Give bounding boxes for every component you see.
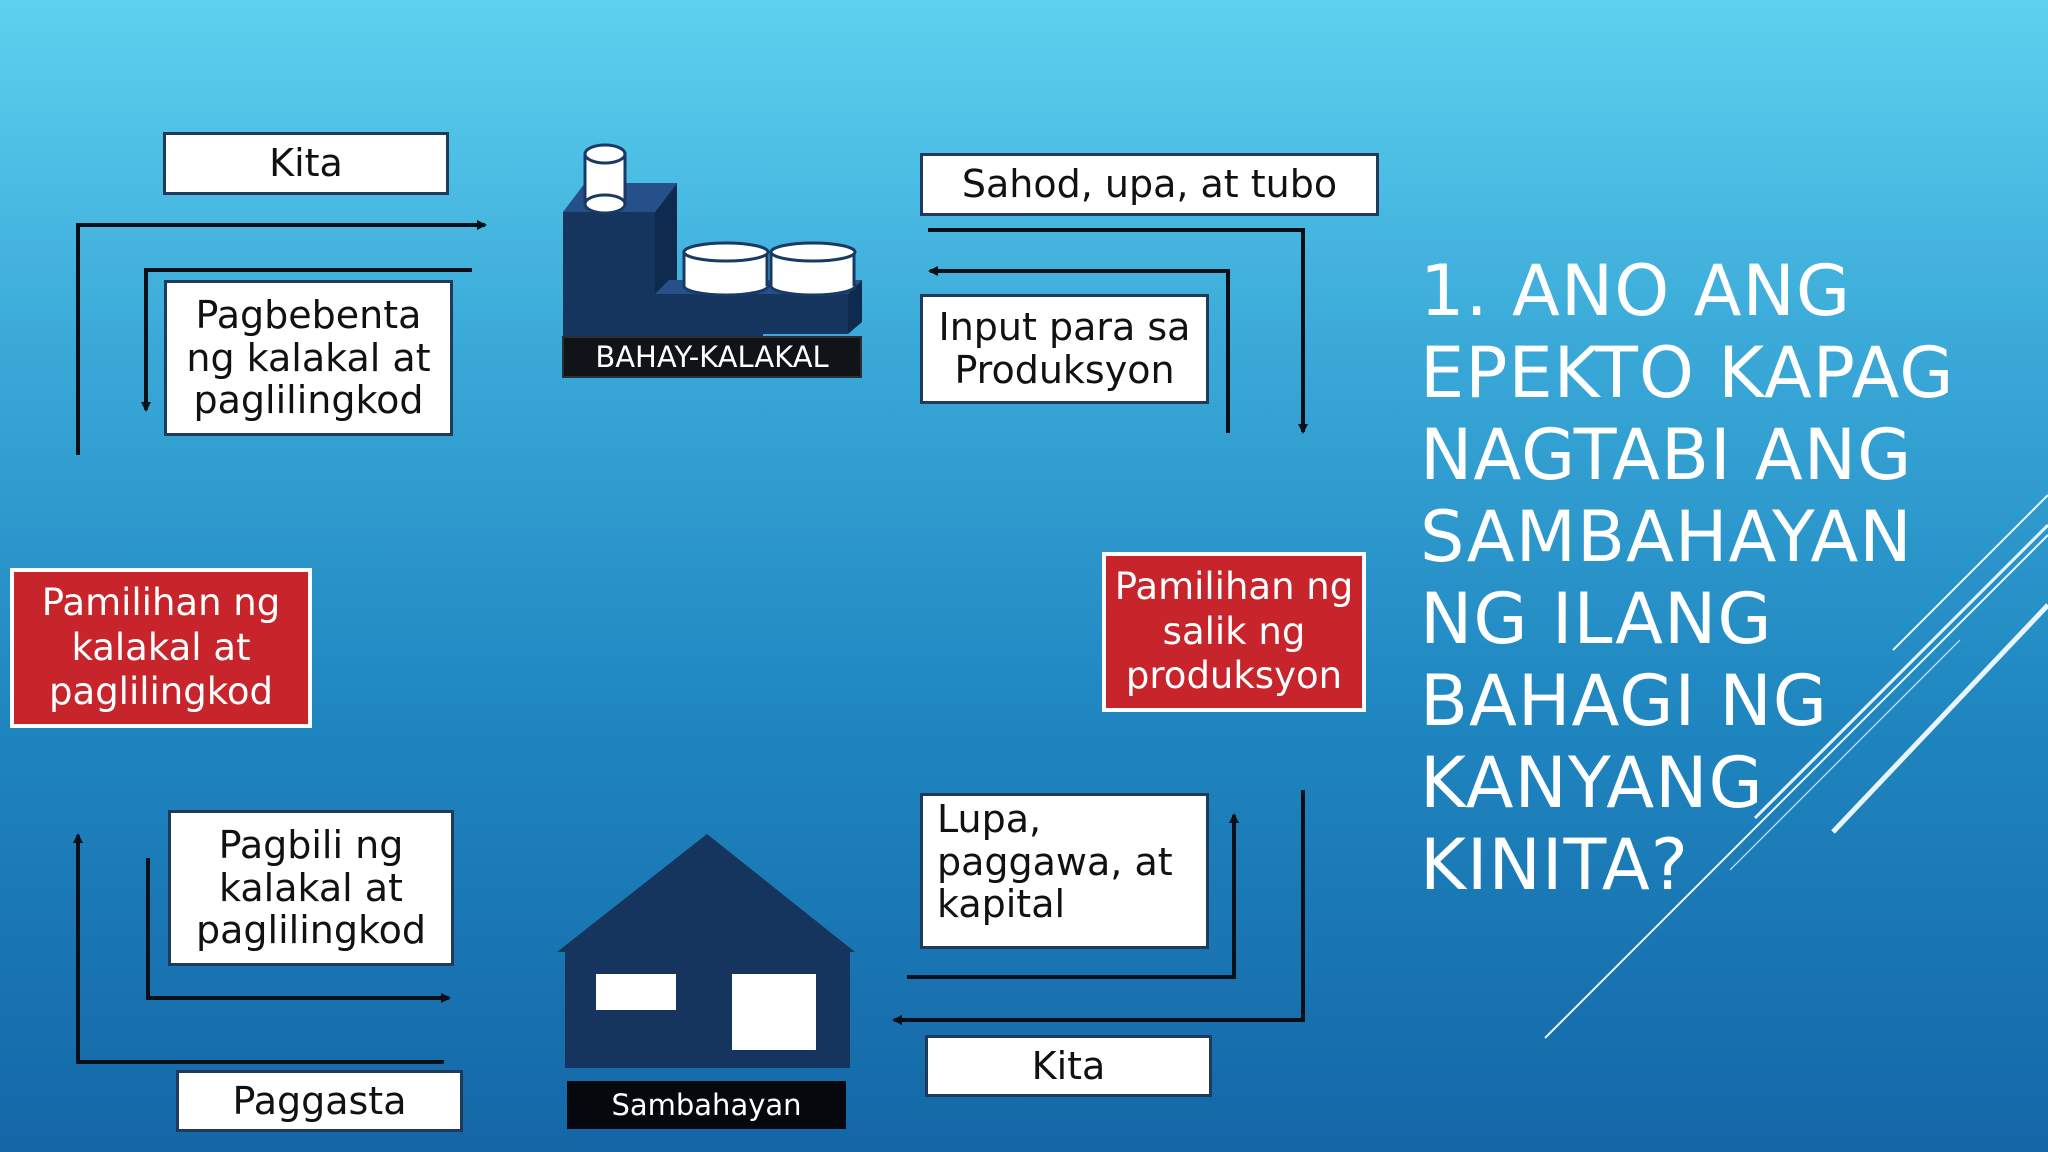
- question-line-3: NAGTABI ANG: [1420, 414, 1913, 496]
- pamilihan-kalakal-box: Pamilihan ng kalakal at paglilingkod: [10, 568, 312, 728]
- lupa-paggawa-box: Lupa, paggawa, at kapital: [920, 793, 1209, 949]
- flow-arrow-kita-to-sambahayan: [892, 790, 1305, 1025]
- pamilihan-kalakal-line-2: kalakal at: [71, 625, 251, 669]
- kita-top-box: Kita: [163, 132, 449, 195]
- pagbili-line-1: Pagbili ng: [218, 823, 404, 868]
- flow-arrow-kita-to-bahay-kalakal: [76, 220, 487, 455]
- factory-icon: [563, 143, 862, 336]
- pamilihan-salik-line-2: salik ng: [1162, 609, 1306, 653]
- bahay-kalakal-text: BAHAY-KALAKAL: [595, 340, 829, 374]
- input-produksyon-box: Input para sa Produksyon: [920, 294, 1209, 404]
- kita-bottom-label: Kita: [1031, 1043, 1106, 1088]
- pamilihan-kalakal-line-1: Pamilihan ng: [41, 581, 281, 625]
- flow-arrow-lupa-paggawa: [907, 813, 1239, 979]
- pagbili-line-3: paglilingkod: [196, 908, 426, 953]
- question-line-7: KANYANG: [1420, 742, 1764, 824]
- bahay-kalakal-label-bg: [562, 336, 862, 378]
- pamilihan-salik-line-1: Pamilihan ng: [1114, 565, 1354, 609]
- lupa-line-1: Lupa,: [937, 797, 1042, 841]
- pamilihan-salik-line-3: produksyon: [1125, 654, 1343, 698]
- flow-arrow-pagbili: [146, 858, 451, 1003]
- sambahayan-label: Sambahayan: [567, 1081, 846, 1129]
- input-line-1: Input para sa: [938, 305, 1191, 350]
- question-line-4: SAMBAHAYAN: [1420, 496, 1913, 578]
- question-line-5: NG ILANG: [1420, 578, 1773, 660]
- decorative-lines: [1544, 494, 2048, 1039]
- flow-arrow-pagbebenta: [141, 268, 472, 412]
- question-line-6: BAHAGI NG: [1420, 660, 1828, 742]
- pagbili-line-2: kalakal at: [219, 865, 403, 910]
- kita-top-label: Kita: [269, 141, 343, 186]
- lupa-line-2: paggawa, at: [937, 839, 1173, 884]
- pamilihan-kalakal-line-3: paglilingkod: [49, 670, 273, 714]
- lupa-line-3: kapital: [937, 882, 1066, 927]
- sahod-box: Sahod, upa, at tubo: [920, 153, 1379, 216]
- question-line-1: 1. ANO ANG: [1420, 250, 1852, 332]
- flow-arrow-paggasta: [73, 833, 444, 1064]
- flow-arrow-input-produksyon: [928, 266, 1230, 433]
- pagbili-box: Pagbili ng kalakal at paglilingkod: [168, 810, 454, 966]
- pagbebenta-line-1: Pagbebenta: [195, 293, 422, 338]
- input-line-2: Produksyon: [954, 348, 1175, 392]
- house-icon: [557, 834, 855, 1068]
- sambahayan-text: Sambahayan: [611, 1088, 802, 1122]
- sahod-label: Sahod, upa, at tubo: [961, 162, 1338, 207]
- question-title: 1. ANO ANG EPEKTO KAPAG NAGTABI ANG SAMB…: [1420, 250, 1955, 906]
- kita-bottom-box: Kita: [925, 1035, 1212, 1097]
- pagbebenta-box: Pagbebenta ng kalakal at paglilingkod: [164, 280, 453, 436]
- pagbebenta-line-3: paglilingkod: [193, 378, 424, 423]
- pamilihan-salik-box: Pamilihan ng salik ng produksyon: [1102, 552, 1366, 712]
- sambahayan-label-bg: [567, 1081, 846, 1129]
- question-line-2: EPEKTO KAPAG: [1420, 332, 1955, 414]
- paggasta-label: Paggasta: [232, 1078, 407, 1123]
- bahay-kalakal-label: BAHAY-KALAKAL: [563, 337, 861, 377]
- flow-arrow-sahod: [928, 228, 1308, 434]
- question-line-8: KINITA?: [1420, 824, 1689, 906]
- pagbebenta-line-2: ng kalakal at: [186, 335, 431, 380]
- paggasta-box: Paggasta: [176, 1070, 463, 1132]
